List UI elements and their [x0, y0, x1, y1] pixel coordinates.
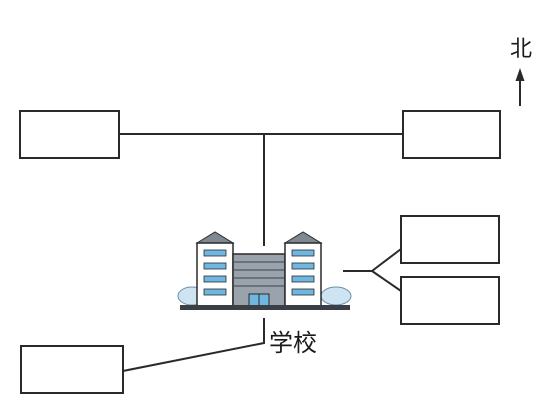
answer-box-top-right[interactable] [402, 110, 501, 159]
middle-block-stripes [233, 261, 285, 287]
north-arrow-icon [515, 68, 525, 81]
answer-boxes [19, 110, 501, 394]
route-line-southwest [122, 318, 265, 372]
school-building-icon [177, 231, 352, 310]
school-label: 学校 [269, 329, 317, 357]
north-label: 北 [510, 37, 532, 62]
answer-box-right-upper[interactable] [400, 215, 500, 264]
route-line-branch-lower [371, 270, 402, 292]
right-tower-windows [291, 249, 315, 296]
left-tower-windows [203, 249, 227, 296]
right-tower-roof [283, 231, 323, 244]
answer-box-bottom-left[interactable] [20, 345, 124, 394]
north-indicator: 北 [510, 37, 532, 106]
right-tower [284, 242, 322, 307]
left-tower-roof [195, 231, 235, 244]
answer-box-top-left[interactable] [19, 110, 120, 159]
route-lines [119, 133, 403, 372]
answer-box-right-lower[interactable] [400, 276, 500, 325]
route-line-branch-upper [371, 248, 402, 272]
shrub-right-icon [320, 286, 352, 306]
school-ground [180, 305, 350, 310]
